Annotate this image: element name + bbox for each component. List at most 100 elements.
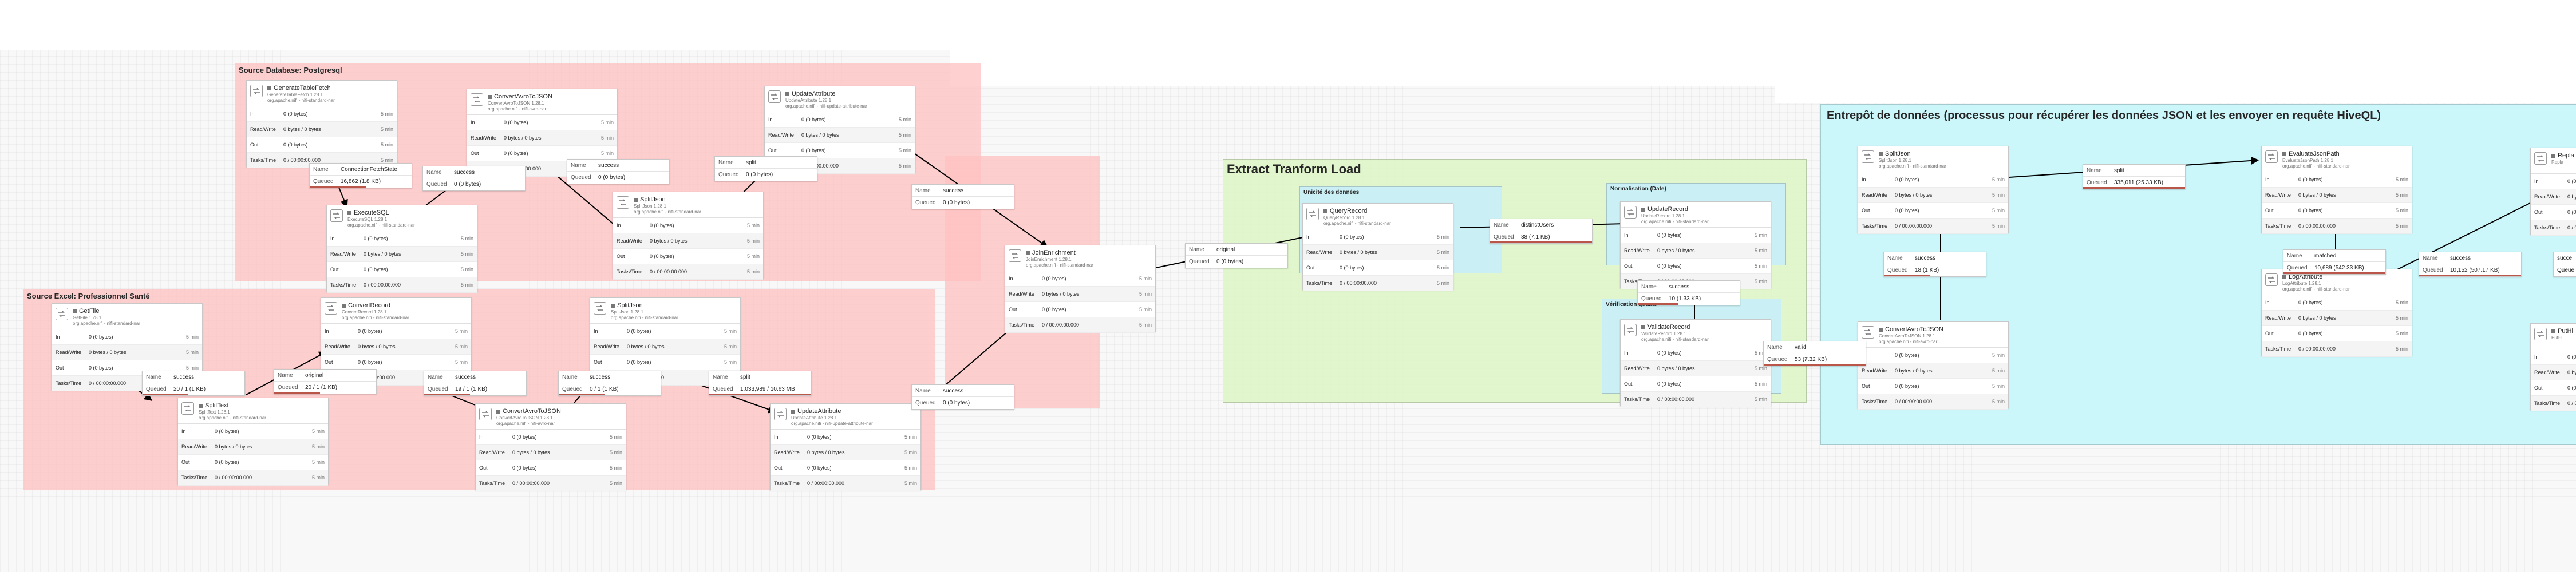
stat-label: In bbox=[479, 434, 484, 440]
stat-label: Read/Write bbox=[325, 344, 350, 349]
stat-label: Read/Write bbox=[1009, 291, 1034, 297]
stat-value: 0 (0 bytes) bbox=[627, 328, 651, 334]
stat-label: In bbox=[2265, 177, 2270, 182]
processor-split-text[interactable]: SplitText SplitText 1.28.1 org.apache.ni… bbox=[177, 398, 329, 486]
stat-label: Tasks/Time bbox=[774, 480, 800, 486]
stat-window: 5 min bbox=[2395, 300, 2408, 305]
stat-value: 0 / 00:00:00.000 bbox=[801, 163, 839, 169]
processor-join-enrichment[interactable]: JoinEnrichment JoinEnrichment 1.28.1 org… bbox=[1005, 245, 1156, 333]
queue-bar bbox=[143, 394, 189, 395]
processor-bundle: org.apache.nifi - nifi-standard-nar bbox=[1641, 337, 1709, 342]
processor-convert-avro-to-json[interactable]: ConvertAvroToJSON ConvertAvroToJSON 1.28… bbox=[1858, 321, 2009, 410]
stat-label: Tasks/Time bbox=[1009, 322, 1035, 328]
stopped-icon bbox=[2282, 275, 2286, 279]
conn-queued: 0 (0 bytes) bbox=[943, 399, 970, 406]
conn-queued: 0 (0 bytes) bbox=[943, 199, 970, 206]
processor-log-attribute[interactable]: LogAttribute LogAttribute 1.28.1 org.apa… bbox=[2261, 269, 2412, 357]
stat-label: In bbox=[768, 117, 773, 122]
processor-validate-record[interactable]: ValidateRecord ValidateRecord 1.28.1 org… bbox=[1620, 319, 1771, 407]
stat-label: In bbox=[2534, 178, 2539, 184]
stat-value: 0 (0 bytes) bbox=[504, 150, 528, 156]
stat-label: Out bbox=[471, 150, 479, 156]
conn-name: success bbox=[455, 374, 476, 380]
processor-type: UpdateAttribute 1.28.1 bbox=[785, 98, 832, 103]
stat-window: 5 min bbox=[455, 359, 468, 365]
group-title: Entrepôt de données (processus pour récu… bbox=[1827, 109, 2381, 122]
stat-value: 0 (0 bytes) bbox=[215, 459, 239, 465]
connection-label[interactable]: succe Queue bbox=[2553, 252, 2576, 277]
stat-label: Read/Write bbox=[2534, 194, 2560, 200]
processor-name: UpdateAttribute bbox=[797, 408, 841, 415]
processor-type: ExecuteSQL 1.28.1 bbox=[347, 217, 388, 222]
stat-label: In bbox=[2534, 354, 2539, 360]
processor-type: ConvertAvroToJSON 1.28.1 bbox=[488, 101, 544, 106]
processor-icon bbox=[2534, 328, 2547, 340]
stopped-icon bbox=[347, 211, 351, 215]
stat-value: 0 (0 bytes) bbox=[512, 434, 537, 440]
stat-window: 5 min bbox=[1436, 265, 1449, 271]
processor-icon bbox=[1624, 206, 1637, 219]
conn-key: Queued bbox=[146, 386, 167, 392]
processor-update-record[interactable]: UpdateRecord UpdateRecord 1.28.1 org.apa… bbox=[1620, 201, 1771, 289]
stat-window: 5 min bbox=[1139, 276, 1152, 281]
processor-type: GetFile 1.28.1 bbox=[73, 315, 102, 320]
processor-evaluate-json-path[interactable]: EvaluateJsonPath EvaluateJsonPath 1.28.1… bbox=[2261, 146, 2412, 234]
stat-window: 5 min bbox=[609, 480, 622, 486]
stat-window: 5 min bbox=[455, 328, 468, 334]
stat-value: 0 (0 bytes) bbox=[2298, 300, 2323, 305]
stat-value: 0 / 0 bbox=[2567, 225, 2576, 231]
stat-label: In bbox=[250, 111, 255, 117]
stopped-icon bbox=[2551, 154, 2555, 158]
stat-value: 0 byt bbox=[2567, 370, 2576, 375]
stat-value: 0 (0 bytes) bbox=[364, 236, 388, 241]
processor-bundle: org.apache.nifi - nifi-update-attribute-… bbox=[785, 104, 867, 109]
processor-generate-table-fetch[interactable]: GenerateTableFetch GenerateTableFetch 1.… bbox=[246, 80, 397, 168]
stat-label: Read/Write bbox=[2534, 370, 2560, 375]
stat-label: Read/Write bbox=[1624, 248, 1650, 253]
stopped-icon bbox=[2551, 329, 2555, 333]
processor-name: ConvertAvroToJSON bbox=[503, 408, 561, 415]
processor-split-json[interactable]: SplitJson SplitJson 1.28.1 org.apache.ni… bbox=[613, 192, 764, 280]
processor-query-record[interactable]: QueryRecord QueryRecord 1.28.1 org.apach… bbox=[1302, 203, 1453, 291]
stat-value: 0 (0 bytes) bbox=[2298, 177, 2323, 182]
processor-execute-sql[interactable]: ExecuteSQL ExecuteSQL 1.28.1 org.apache.… bbox=[326, 205, 477, 293]
processor-split-json[interactable]: SplitJson SplitJson 1.28.1 org.apache.ni… bbox=[1858, 146, 2009, 234]
conn-key: Queued bbox=[1887, 267, 1908, 273]
stopped-icon bbox=[785, 92, 789, 96]
processor-bundle: org.apache.nifi - nifi-standard-nar bbox=[342, 315, 409, 320]
conn-key: Name bbox=[2423, 255, 2438, 261]
conn-key: Queued bbox=[718, 171, 739, 178]
stat-value: 0 (0 bytes) bbox=[1895, 208, 1919, 213]
stat-value: 0 bytes / 0 bytes bbox=[1895, 368, 1933, 374]
conn-key: Name bbox=[2287, 252, 2302, 259]
stat-label: Read/Write bbox=[774, 450, 800, 455]
processor-update-attribute[interactable]: UpdateAttribute UpdateAttribute 1.28.1 o… bbox=[770, 403, 921, 491]
processor-type: SplitJson 1.28.1 bbox=[1879, 158, 1911, 163]
conn-name: success bbox=[454, 169, 475, 176]
processor-icon bbox=[479, 408, 492, 420]
stat-label: In bbox=[594, 328, 598, 334]
processor-convert-avro-to-json[interactable]: ConvertAvroToJSON ConvertAvroToJSON 1.28… bbox=[475, 403, 626, 491]
processor-name: ConvertRecord bbox=[348, 302, 390, 309]
